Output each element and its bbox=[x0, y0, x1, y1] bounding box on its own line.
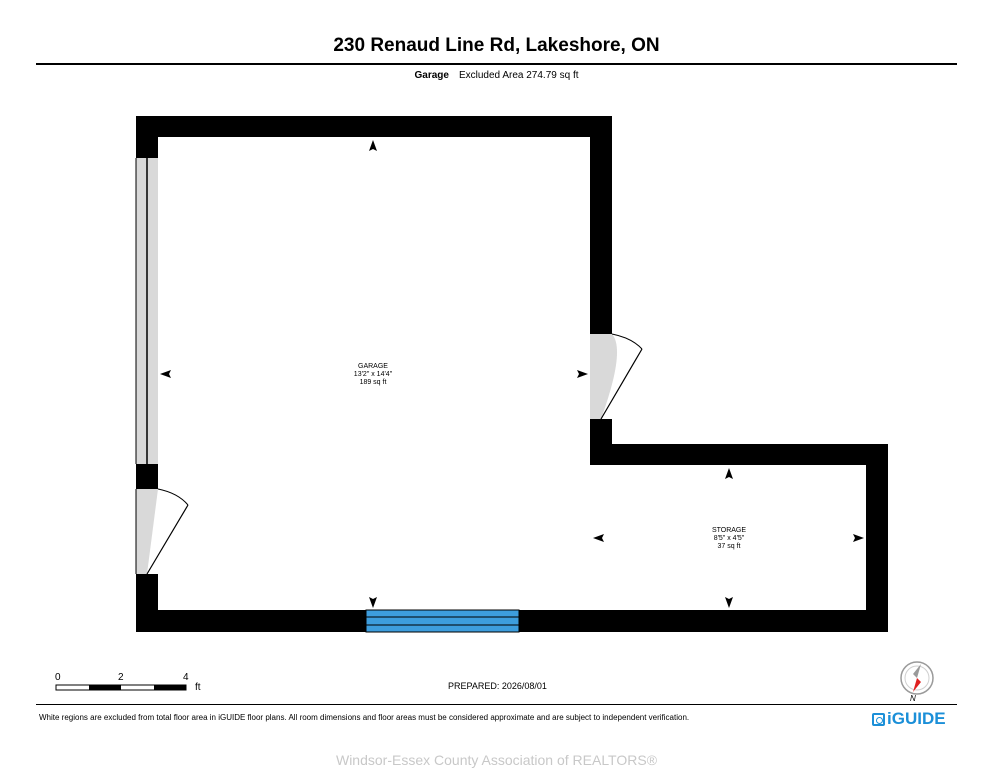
prepared-date: PREPARED: 2026/08/01 bbox=[448, 681, 547, 691]
floor-subtitle: Garage Excluded Area 274.79 sq ft bbox=[0, 70, 993, 81]
iguide-logo: iGUIDE bbox=[872, 709, 946, 729]
room-label-storage: STORAGE 8'5" x 4'5" 37 sq ft bbox=[712, 527, 746, 550]
room-dimensions: 8'5" x 4'5" bbox=[714, 535, 745, 542]
wall-top bbox=[136, 116, 612, 137]
garage-door-window bbox=[365, 609, 520, 633]
compass-icon bbox=[900, 661, 934, 695]
wall-right-upper bbox=[590, 116, 612, 334]
room-label-garage: GARAGE 13'2" x 14'4" 189 sq ft bbox=[354, 363, 393, 386]
wall-bottom-left bbox=[136, 610, 366, 632]
scale-label-4: 4 bbox=[183, 672, 189, 683]
wall-left-upper bbox=[136, 116, 158, 158]
scale-label-0: 0 bbox=[55, 672, 61, 683]
scale-unit: ft bbox=[195, 682, 201, 693]
scale-bar bbox=[55, 684, 187, 691]
room-area: 37 sq ft bbox=[718, 543, 741, 550]
brand-name: iGUIDE bbox=[887, 709, 946, 728]
wall-storage-right bbox=[866, 444, 888, 632]
wall-bottom-right bbox=[519, 610, 888, 632]
walls bbox=[136, 116, 888, 632]
dimension-arrows bbox=[160, 140, 864, 608]
arrow-up-garage bbox=[369, 140, 377, 151]
room-name: GARAGE bbox=[358, 363, 388, 370]
arrow-left-storage bbox=[593, 534, 604, 542]
room-area: 189 sq ft bbox=[360, 379, 387, 386]
left-door bbox=[135, 488, 189, 575]
left-wall-opening bbox=[135, 158, 158, 464]
arrow-up-storage bbox=[725, 468, 733, 479]
wall-left-middle bbox=[136, 464, 158, 489]
floor-area bbox=[158, 137, 866, 610]
right-door bbox=[590, 333, 643, 420]
wall-storage-top bbox=[590, 444, 888, 465]
iguide-logo-icon bbox=[872, 712, 885, 726]
arrow-right-garage bbox=[577, 370, 588, 378]
arrow-down-storage bbox=[725, 597, 733, 608]
arrow-down-garage bbox=[369, 597, 377, 608]
watermark: Windsor-Essex County Association of REAL… bbox=[335, 752, 658, 768]
header-divider bbox=[36, 63, 957, 65]
floor-name: Garage bbox=[414, 70, 449, 81]
excluded-area: Excluded Area 274.79 sq ft bbox=[458, 70, 579, 81]
room-dimensions: 13'2" x 14'4" bbox=[354, 371, 393, 378]
scale-label-2: 2 bbox=[118, 672, 124, 683]
arrow-right-storage bbox=[853, 534, 864, 542]
footer-divider bbox=[36, 704, 957, 705]
room-name: STORAGE bbox=[712, 527, 746, 534]
plan-title: 230 Renaud Line Rd, Lakeshore, ON bbox=[333, 35, 660, 56]
compass-north-label: N bbox=[910, 694, 916, 703]
arrow-left-garage bbox=[160, 370, 171, 378]
disclaimer-text: White regions are excluded from total fl… bbox=[39, 713, 690, 722]
